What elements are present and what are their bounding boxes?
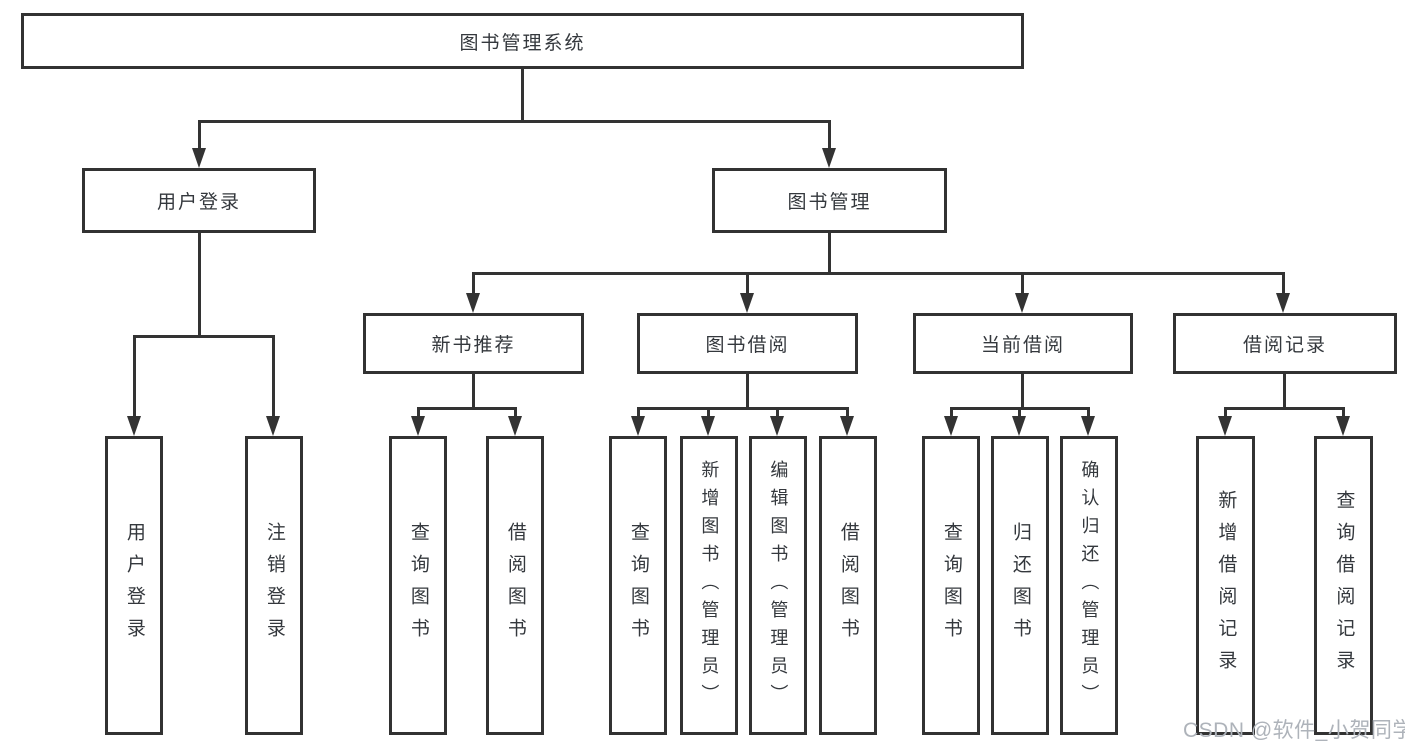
leaf-edit-books-admin-label: 编辑图书（管理员） [768,459,789,712]
node-book-management: 图书管理 [712,168,947,233]
connector-line [133,335,275,338]
connector-line [1021,374,1024,407]
connector-line [637,407,849,410]
connector-line [846,407,849,417]
arrow-down-icon [1336,416,1350,436]
arrow-down-icon [127,416,141,436]
connector-line [521,69,524,120]
leaf-borrow-books-recommend-label: 借阅图书 [504,521,526,650]
connector-line [417,407,517,410]
arrow-down-icon [266,416,280,436]
leaf-add-books-admin-label: 新增图书（管理员） [699,459,720,712]
connector-line [1342,407,1345,417]
leaf-confirm-return-admin-label: 确认归还（管理员） [1079,459,1100,712]
connector-line [828,120,831,150]
arrow-down-icon [1081,416,1095,436]
connector-line [472,374,475,407]
node-library-system-label: 图书管理系统 [459,32,586,54]
connector-line [472,272,1285,275]
leaf-borrow-books-label: 借阅图书 [837,521,859,650]
connector-line [417,407,420,417]
leaf-logout-label: 注销登录 [263,521,285,650]
node-new-book-recommend-label: 新书推荐 [431,335,516,356]
arrow-down-icon [508,416,522,436]
leaf-logout: 注销登录 [245,436,303,735]
arrow-down-icon [770,416,784,436]
leaf-query-books-current-label: 查询图书 [940,521,962,650]
leaf-query-books-current: 查询图书 [922,436,980,735]
arrow-down-icon [631,416,645,436]
arrow-down-icon [840,416,854,436]
arrow-down-icon [466,293,480,313]
arrow-down-icon [1218,416,1232,436]
node-current-borrowing: 当前借阅 [913,313,1133,374]
node-user-login: 用户登录 [82,168,316,233]
leaf-query-books-borrowing-label: 查询图书 [627,521,649,650]
node-book-borrowing-label: 图书借阅 [705,335,790,356]
node-new-book-recommend: 新书推荐 [363,313,584,374]
node-borrowing-records-label: 借阅记录 [1242,335,1327,356]
node-current-borrowing-label: 当前借阅 [980,335,1065,356]
arrow-down-icon [822,148,836,168]
leaf-borrow-books-recommend: 借阅图书 [486,436,544,735]
connector-line [746,272,749,295]
connector-line [746,374,749,407]
leaf-edit-books-admin: 编辑图书（管理员） [749,436,807,735]
arrow-down-icon [701,416,715,436]
arrow-down-icon [411,416,425,436]
connector-line [1282,272,1285,295]
leaf-query-books-recommend-label: 查询图书 [407,521,429,650]
node-book-borrowing: 图书借阅 [637,313,858,374]
connector-line [133,335,136,418]
connector-line [1283,374,1286,407]
arrow-down-icon [1012,416,1026,436]
leaf-add-borrow-record-label: 新增借阅记录 [1215,489,1237,682]
connector-line [198,233,201,335]
leaf-user-login-label: 用户登录 [123,521,145,650]
connector-line [198,120,201,150]
leaf-add-books-admin: 新增图书（管理员） [680,436,738,735]
connector-line [1224,407,1227,417]
connector-line [1224,407,1345,410]
connector-line [950,407,953,417]
leaf-return-books-label: 归还图书 [1009,521,1031,650]
csdn-watermark: CSDN @软件_小贺同学 [1183,719,1405,742]
arrow-down-icon [1015,293,1029,313]
node-user-login-label: 用户登录 [156,192,241,213]
leaf-add-borrow-record: 新增借阅记录 [1196,436,1255,735]
connector-line [1021,272,1024,295]
node-library-system: 图书管理系统 [21,13,1024,69]
arrow-down-icon [944,416,958,436]
arrow-down-icon [740,293,754,313]
leaf-query-books-recommend: 查询图书 [389,436,447,735]
connector-line [1087,407,1090,417]
leaf-user-login: 用户登录 [105,436,163,735]
connector-line [198,120,831,123]
leaf-query-borrow-record-label: 查询借阅记录 [1333,489,1355,682]
arrow-down-icon [1276,293,1290,313]
leaf-return-books: 归还图书 [991,436,1049,735]
leaf-borrow-books: 借阅图书 [819,436,877,735]
connector-line [828,233,831,272]
leaf-query-borrow-record: 查询借阅记录 [1314,436,1373,735]
node-book-management-label: 图书管理 [787,192,872,213]
leaf-confirm-return-admin: 确认归还（管理员） [1060,436,1118,735]
node-borrowing-records: 借阅记录 [1173,313,1397,374]
arrow-down-icon [192,148,206,168]
connector-line [707,407,710,417]
leaf-query-books-borrowing: 查询图书 [609,436,667,735]
connector-line [472,272,475,295]
connector-line [1018,407,1021,417]
connector-line [514,407,517,417]
connector-line [272,335,275,418]
connector-line [776,407,779,417]
connector-line [637,407,640,417]
